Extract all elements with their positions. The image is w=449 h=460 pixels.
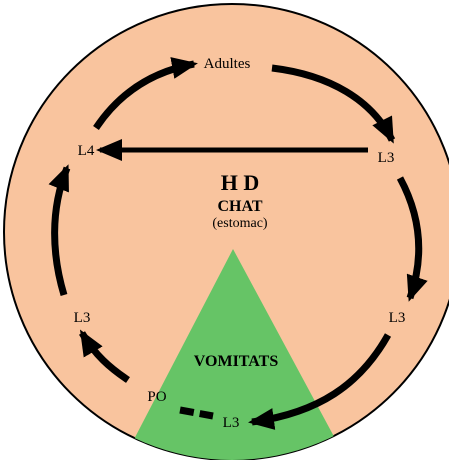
arrow-l4-to-adults: [93, 57, 198, 130]
host-circle: [3, 3, 449, 460]
node-l3-bottom: L3: [223, 415, 240, 431]
arrow-l3-to-l3: [396, 176, 428, 302]
node-l4: L4: [78, 143, 95, 159]
host-species: CHAT: [217, 198, 262, 215]
environment-label: VOMITATS: [194, 353, 279, 370]
node-adults: Adultes: [204, 56, 251, 72]
host-organ: (estomac): [212, 216, 268, 231]
arrow-po-to-l3-dashed: [179, 406, 214, 420]
node-po: PO: [147, 389, 166, 405]
host-title: H D: [221, 170, 260, 195]
node-l3-lower-right: L3: [389, 310, 406, 326]
node-l3-left: L3: [74, 310, 91, 326]
arrow-po-to-l3-left: [78, 329, 130, 383]
arrow-l3-to-l3-bottom: [248, 333, 392, 430]
arrow-adults-to-l3: [271, 64, 396, 144]
cycle-arrows: [48, 57, 428, 430]
node-l3-upper-right: L3: [378, 150, 395, 166]
arrow-l3-to-l4: [48, 164, 71, 297]
